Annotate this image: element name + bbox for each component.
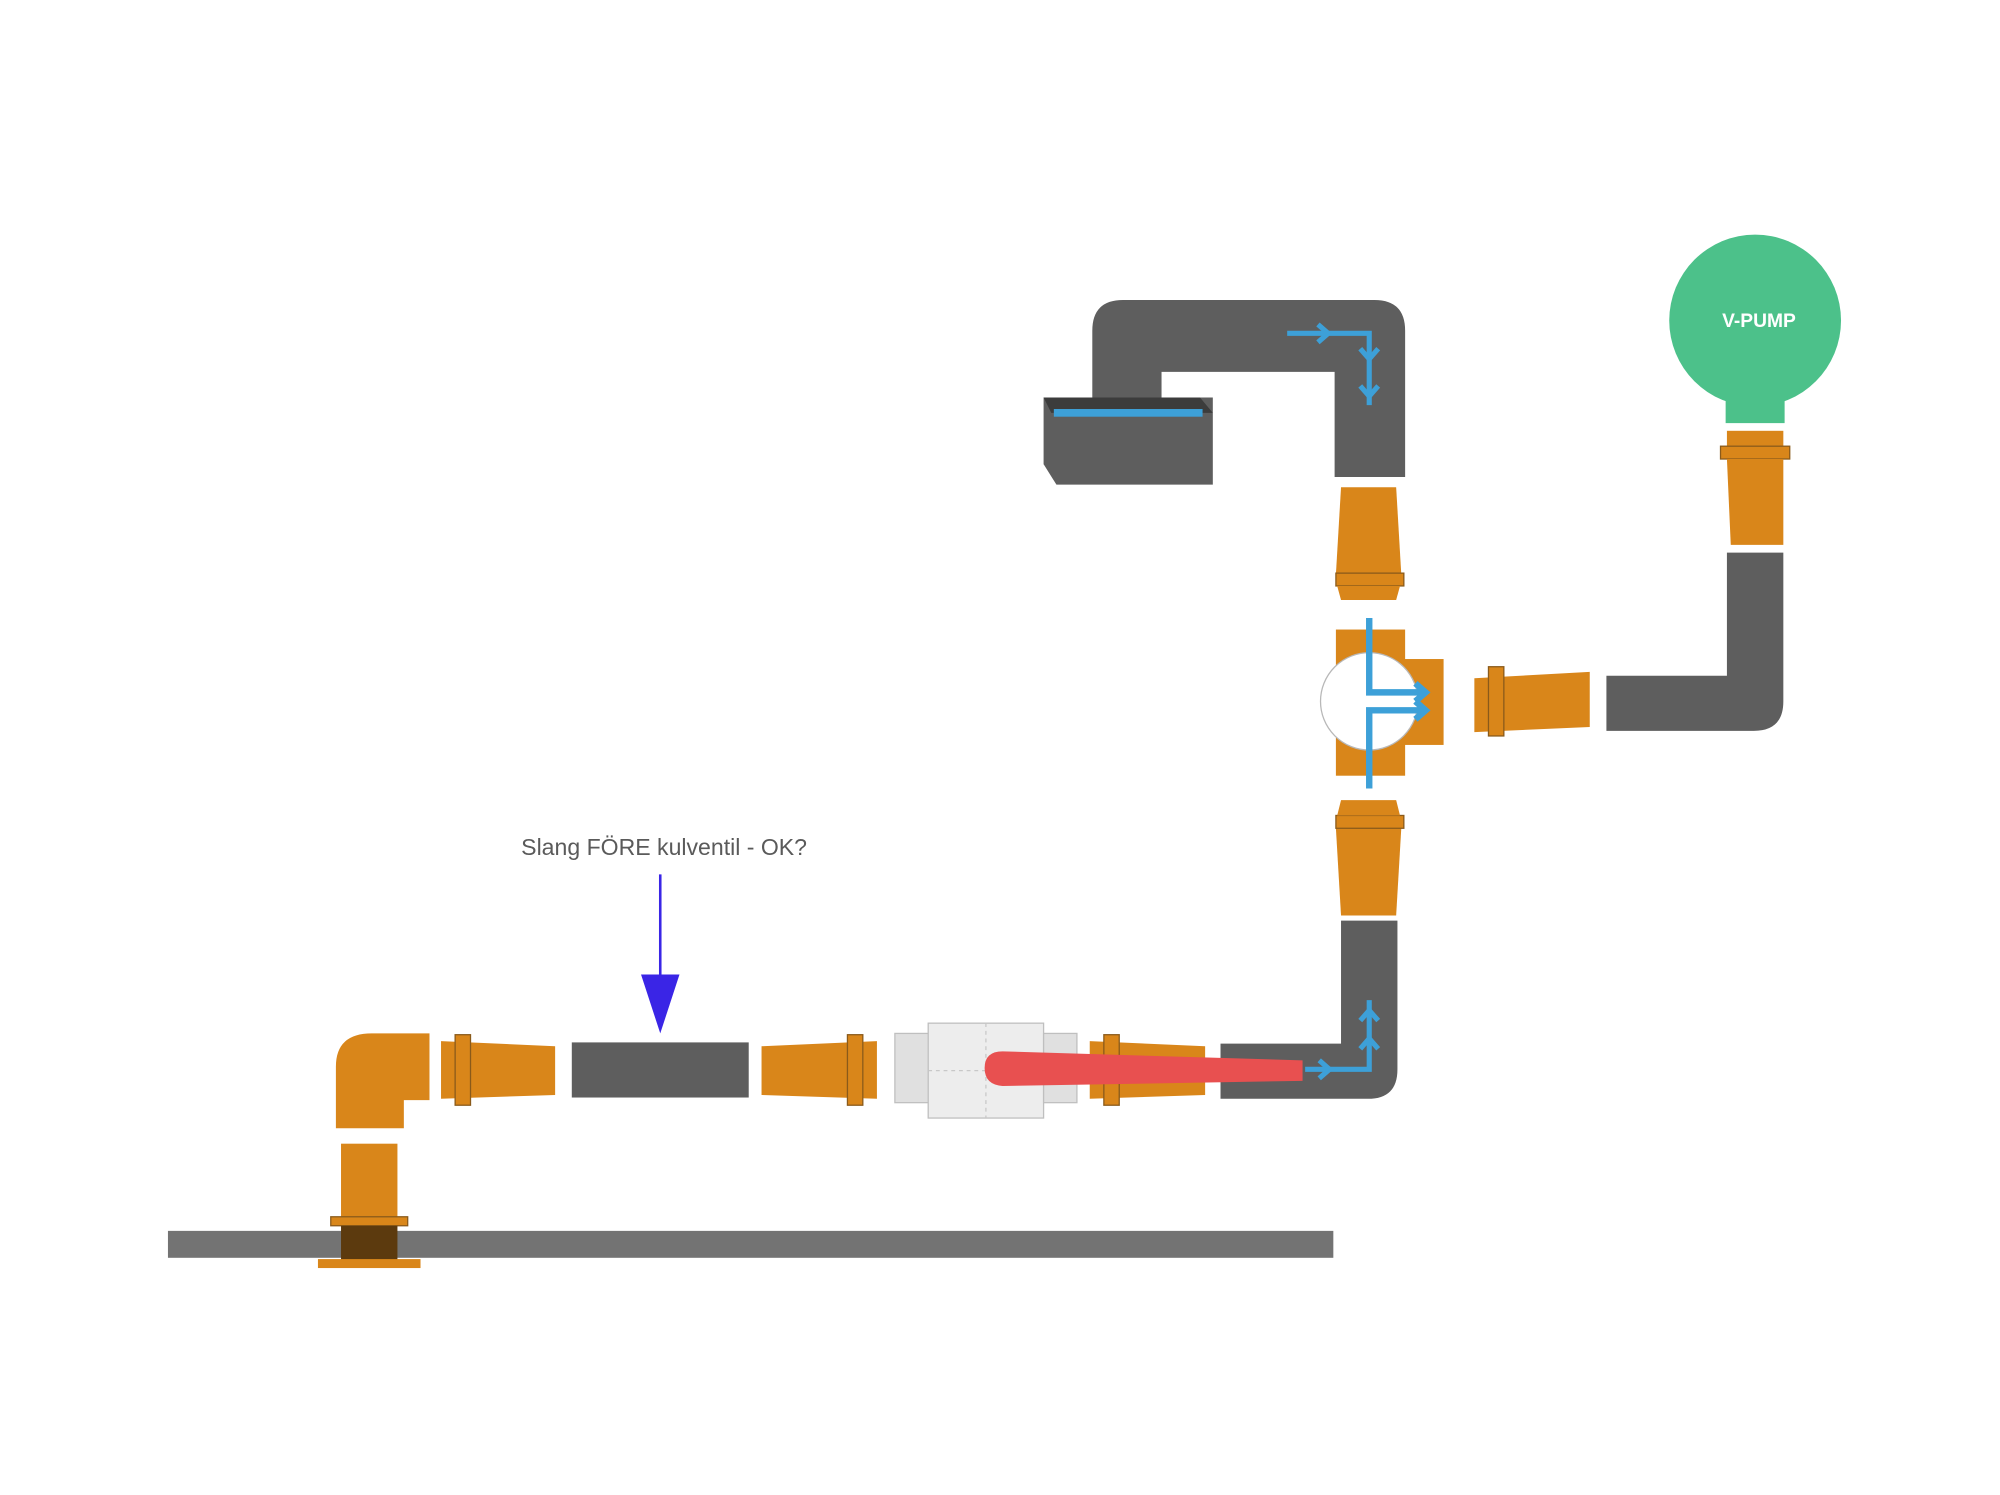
hose-adapter-tee-bottom	[1335, 800, 1405, 916]
callout-text: Slang FÖRE kulventil - OK?	[521, 834, 807, 860]
flow-arrow-icon	[1287, 322, 1381, 406]
down-arrow-icon	[641, 874, 680, 1034]
hose-to-pump	[1606, 552, 1784, 731]
pump-adapter	[1719, 430, 1791, 545]
flow-arrow-icon	[1305, 1000, 1381, 1081]
pump-icon[interactable]: V-PUMP	[1669, 234, 1842, 424]
hose-to-tank	[1092, 300, 1406, 477]
hose-adapter-left	[441, 1034, 556, 1106]
hose-adapter-valve-inlet	[761, 1034, 877, 1106]
hose-to-tee	[1220, 920, 1398, 1099]
hose-before-valve	[571, 1042, 749, 1098]
tank-icon	[1043, 397, 1213, 485]
through-hull-fitting	[317, 1143, 421, 1269]
elbow-fitting	[335, 1033, 430, 1129]
three-way-valve-icon	[1319, 618, 1444, 789]
pump-label: V-PUMP	[1722, 311, 1796, 332]
hose-adapter-tee-right	[1474, 666, 1590, 737]
hose-adapter-tee-top	[1335, 487, 1405, 601]
valve-handle[interactable]	[984, 1051, 1303, 1086]
